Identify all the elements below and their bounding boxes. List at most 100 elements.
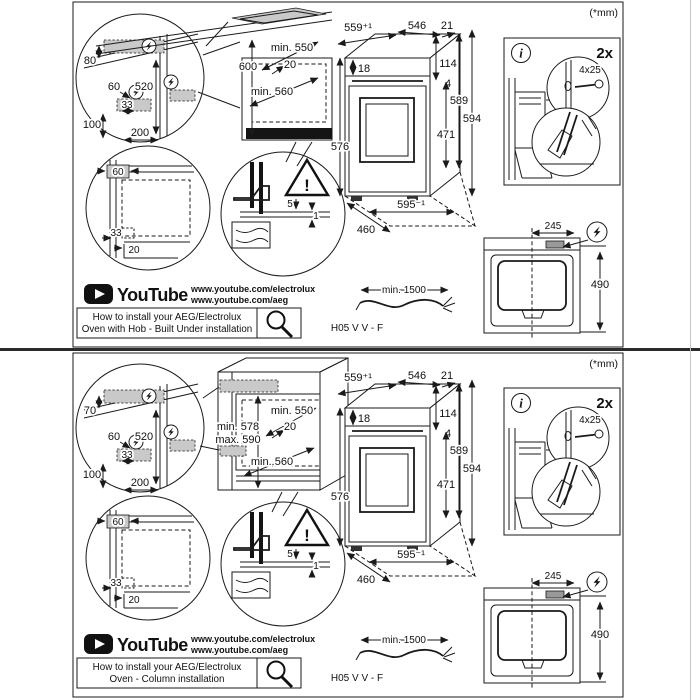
power-zone-top xyxy=(219,379,279,393)
power-connector xyxy=(545,590,565,599)
warning-icon xyxy=(283,507,331,547)
youtube-block: YouTube www.youtube.com/electrolux www.y… xyxy=(76,284,315,339)
power-zone-right xyxy=(169,439,196,452)
dim-460: 460 xyxy=(357,574,375,586)
offset-dashed-box xyxy=(121,227,135,239)
ext-lines xyxy=(580,595,606,683)
magnifier-icon xyxy=(266,660,286,680)
dim-546: 546 xyxy=(408,20,426,32)
magnifier-handle xyxy=(280,675,294,689)
power-zone-icon xyxy=(141,388,157,404)
dim-595: 595⁻¹ xyxy=(397,549,425,561)
cable-type: H05 V V - F xyxy=(331,673,383,684)
youtube-url-1[interactable]: www.youtube.com/electrolux xyxy=(190,634,315,644)
hatch-lines xyxy=(540,115,597,165)
inset-60-box xyxy=(106,514,130,529)
warning-icon xyxy=(283,157,331,197)
youtube-url-2[interactable]: www.youtube.com/aeg xyxy=(190,645,288,655)
door-window-inner xyxy=(365,103,409,157)
oven-foot xyxy=(407,196,418,201)
dim-arrow xyxy=(249,77,319,107)
niche-width: min. 560 xyxy=(251,456,293,468)
dim-height: 520 xyxy=(135,431,153,443)
base-step xyxy=(233,535,270,551)
power-zone-icon xyxy=(586,571,608,593)
pointer-lines xyxy=(197,21,241,109)
screwdriver-icon xyxy=(556,461,578,506)
dim-arrow xyxy=(397,29,441,38)
cavity-notch xyxy=(521,659,545,669)
cabinet-lines xyxy=(109,510,194,608)
power-zone-right xyxy=(169,89,196,102)
dim-arrow xyxy=(261,41,319,71)
oven-front-view: 559⁺¹ 546 21 18 114 4 471 589 594 576 59… xyxy=(329,18,483,238)
screwdriver-icon xyxy=(556,111,578,156)
wood-grain xyxy=(231,221,271,249)
pointer-to-cable xyxy=(271,491,299,517)
play-triangle-icon xyxy=(95,639,105,649)
cable-detail-inset: 5 1 ! xyxy=(220,151,346,277)
power-zone-icon xyxy=(586,221,608,243)
cable-length: min. 1500 xyxy=(382,635,426,646)
info-icon: i xyxy=(511,393,531,413)
inset-circle xyxy=(85,145,211,271)
oven-front-view: 559⁺¹ 546 21 18 114 4 471 589 594 576 59… xyxy=(329,368,483,588)
mains-cable: min. 1500 H05 V V - F xyxy=(331,633,456,684)
dim-height: 520 xyxy=(135,81,153,93)
play-triangle-icon xyxy=(95,289,105,299)
magnifier-handle xyxy=(280,325,294,339)
page-edge-line xyxy=(690,0,691,700)
youtube-url-1[interactable]: www.youtube.com/electrolux xyxy=(190,284,315,294)
dim-gap: 20 xyxy=(128,595,140,606)
dim-arrow xyxy=(346,202,391,233)
caption-line-2: Oven with Hob - Built Under installation xyxy=(82,324,252,335)
dim-front-inset: 60 xyxy=(112,517,124,528)
cable-curve xyxy=(359,648,444,658)
cabinet-lines xyxy=(109,160,194,258)
dim-gap-top: 5 xyxy=(287,549,293,560)
plinth-detail-inset: 60 33 20 xyxy=(85,495,211,621)
power-zone-icon xyxy=(163,74,179,90)
screw-size-label: 4x25 xyxy=(579,415,601,426)
dim-18: 18 xyxy=(358,63,370,75)
niche-gap: 20 xyxy=(284,421,296,433)
quantity-label: 2x xyxy=(596,45,613,62)
caption-box xyxy=(76,307,302,339)
screw-size-label: 4x25 xyxy=(579,65,601,76)
caption-line-1: How to install your AEG/Electrolux xyxy=(93,662,242,673)
dim-offset: 33 xyxy=(121,100,133,111)
inset-60-box xyxy=(106,164,130,179)
fixing-info-box: i 2x 4x25 xyxy=(503,387,621,536)
dim-589: 589 xyxy=(450,95,468,107)
dim-offset: 33 xyxy=(110,578,122,589)
power-connector xyxy=(545,240,565,249)
dim-top-gap: 80 xyxy=(84,55,96,67)
dim-21: 21 xyxy=(441,20,453,32)
wood-grain xyxy=(231,571,271,599)
svg-text:i: i xyxy=(519,46,523,61)
power-zone-left xyxy=(219,445,247,457)
cavity-notch xyxy=(521,309,545,319)
dim-niche-width: 559⁺¹ xyxy=(344,372,372,384)
panel-frame xyxy=(72,1,624,348)
base-step xyxy=(233,185,270,201)
dim-arrow xyxy=(243,447,315,477)
plinth-lines xyxy=(124,241,190,259)
niche-gap: 20 xyxy=(284,59,296,71)
dim-471: 471 xyxy=(437,479,455,491)
dim-460: 460 xyxy=(357,224,375,236)
pointer-lines xyxy=(199,386,220,451)
niche-dashed xyxy=(121,529,191,587)
screw-head xyxy=(594,79,604,89)
dim-gap-top: 5 xyxy=(287,199,293,210)
dim-490: 490 xyxy=(591,279,609,291)
door-window xyxy=(359,447,415,513)
units-note: (*mm) xyxy=(589,7,618,19)
youtube-url-2[interactable]: www.youtube.com/aeg xyxy=(190,295,288,305)
dim-arrow xyxy=(265,407,317,437)
screwdriver-detail-circle xyxy=(531,457,601,527)
dim-576: 576 xyxy=(331,491,349,503)
dim-front-inset: 60 xyxy=(112,167,124,178)
dim-zone-width: 200 xyxy=(131,477,149,489)
